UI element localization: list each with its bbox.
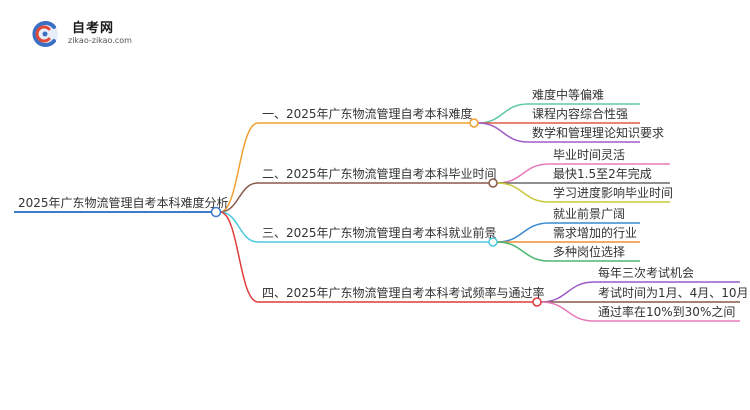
child-label: 难度中等偏难: [532, 88, 605, 102]
child-connector: [496, 241, 550, 262]
root-node[interactable]: [210, 206, 222, 218]
branch-connector: [219, 122, 259, 213]
child-label: 最快1.5至2年完成: [553, 167, 652, 181]
logo-mark-icon: [32, 21, 58, 47]
logo-title: 自考网: [72, 21, 115, 36]
child-connector: [496, 222, 550, 243]
child-connector: [496, 163, 550, 184]
child-label: 需求增加的行业: [553, 226, 638, 240]
child-connector: [496, 182, 550, 203]
child-label: 毕业时间灵活: [553, 148, 626, 162]
branch-node[interactable]: [488, 178, 498, 188]
child-label: 通过率在10%到30%之间: [598, 305, 736, 319]
branch-connector: [219, 182, 259, 213]
child-connector: [477, 103, 529, 124]
child-label: 就业前景广阔: [553, 207, 626, 221]
child-connector: [477, 122, 529, 143]
branch-label: 一、2025年广东物流管理自考本科难度: [262, 107, 473, 121]
branch-connector: [219, 211, 259, 303]
branch-connector: [219, 211, 259, 243]
child-label: 多种岗位选择: [553, 245, 626, 259]
site-logo[interactable]: 自考网 zikao-zikao.com: [30, 17, 140, 51]
child-label: 每年三次考试机会: [598, 266, 695, 280]
branch-label: 三、2025年广东物流管理自考本科就业前景: [262, 226, 497, 240]
child-label: 课程内容综合性强: [532, 107, 629, 121]
root-node-label: 2025年广东物流管理自考本科难度分析: [18, 196, 229, 210]
branch-node[interactable]: [532, 297, 542, 307]
logo-url: zikao-zikao.com: [68, 36, 132, 45]
child-label: 学习进度影响毕业时间: [553, 186, 674, 200]
child-label: 考试时间为1月、4月、10月: [598, 286, 749, 300]
child-label: 数学和管理理论知识要求: [532, 126, 665, 140]
branch-node[interactable]: [469, 118, 479, 128]
branch-label: 二、2025年广东物流管理自考本科毕业时间: [262, 167, 497, 181]
branch-node[interactable]: [488, 237, 498, 247]
child-connector: [540, 281, 595, 303]
child-connector: [540, 301, 595, 322]
branch-label: 四、2025年广东物流管理自考本科考试频率与通过率: [262, 286, 545, 300]
